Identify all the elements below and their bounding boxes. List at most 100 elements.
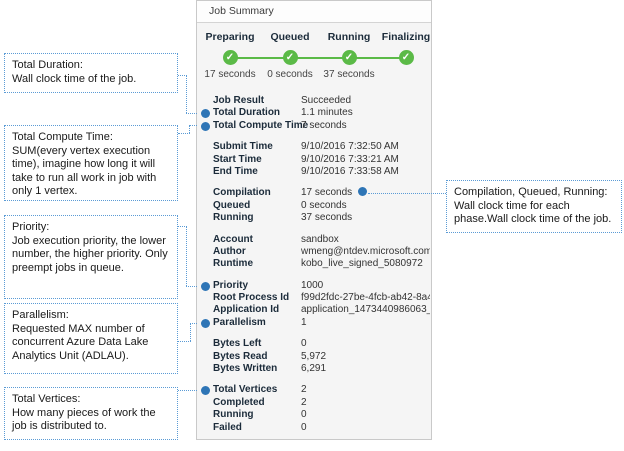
connector-line <box>178 226 187 227</box>
times-group: Submit Time 9/10/2016 7:32:50 AM Start T… <box>197 141 431 178</box>
row-label: Queued <box>213 199 251 211</box>
stage-preparing: Preparing ✓ 17 seconds <box>198 31 262 80</box>
connector-line <box>190 323 191 341</box>
result-group: Job Result Succeeded Total Duration 1.1 … <box>197 95 431 132</box>
stage-finalizing: Finalizing ✓ <box>374 31 438 69</box>
row-label: Priority <box>213 279 249 291</box>
callout-priority: Priority: Job execution priority, the lo… <box>4 215 178 299</box>
callout-title: Total Vertices: <box>12 393 81 405</box>
row-root-process-id: Root Process Id f99d2fdc-27be-4fcb-ab42-… <box>197 292 431 304</box>
row-label: Completed <box>213 396 265 408</box>
row-value: 2 <box>301 396 307 408</box>
check-icon: ✓ <box>341 50 357 65</box>
row-value: kobo_live_signed_5080972 <box>301 258 423 270</box>
row-compilation: Compilation 17 seconds <box>197 187 431 199</box>
row-bytes-left: Bytes Left 0 <box>197 338 431 350</box>
check-icon: ✓ <box>282 50 298 65</box>
annotation-dot <box>201 109 210 119</box>
check-icon: ✓ <box>398 50 414 65</box>
job-summary-fields[interactable]: Job Result Succeeded Total Duration 1.1 … <box>197 95 431 443</box>
row-label: Bytes Left <box>213 338 262 350</box>
row-value: 1000 <box>301 279 324 291</box>
callout-title: Priority: <box>12 221 50 233</box>
row-label: Compilation <box>213 187 271 199</box>
callout-body: Job execution priority, the lower number… <box>12 234 168 274</box>
callout-body: SUM(every vertex execution time), imagin… <box>12 144 157 198</box>
row-value: 9/10/2016 7:33:21 AM <box>301 153 399 165</box>
stage-time: 0 seconds <box>267 69 313 80</box>
row-bytes-read: Bytes Read 5,972 <box>197 351 431 363</box>
row-application-id: Application Id application_1473440986063… <box>197 304 431 316</box>
row-end-time: End Time 9/10/2016 7:33:58 AM <box>197 166 431 178</box>
row-value: 9/10/2016 7:33:58 AM <box>301 165 399 177</box>
stage-label: Preparing <box>205 31 255 43</box>
row-value: 0 <box>301 338 307 350</box>
row-label: Start Time <box>213 153 262 165</box>
row-label: Running <box>213 409 254 421</box>
callout-parallelism: Parallelism: Requested MAX number of con… <box>4 303 178 374</box>
stage-progress-line <box>230 57 406 59</box>
stage-running: Running ✓ 37 seconds <box>317 31 381 80</box>
row-label: Application Id <box>213 304 280 316</box>
connector-line <box>189 125 197 126</box>
connector-line <box>186 75 187 113</box>
row-label: Parallelism <box>213 316 266 328</box>
row-label: Bytes Read <box>213 350 268 362</box>
row-runtime: Runtime kobo_live_signed_5080972 <box>197 258 431 270</box>
stage-time: 37 seconds <box>323 69 375 80</box>
execution-group: Priority 1000 Root Process Id f99d2fdc-2… <box>197 280 431 330</box>
callout-body: Requested MAX number of concurrent Azure… <box>12 322 149 362</box>
row-value: f99d2fdc-27be-4fcb-ab42-8a41e76 <box>301 292 430 304</box>
row-running-vertices: Running 0 <box>197 409 431 421</box>
callout-title: Total Compute Time: <box>12 131 113 143</box>
callout-body: Wall clock time for each phase.Wall cloc… <box>454 199 612 226</box>
row-value: wmeng@ntdev.microsoft.com <box>301 245 430 257</box>
row-label: Job Result <box>213 95 265 106</box>
row-value: 1.1 minutes <box>301 107 353 119</box>
connector-line <box>178 341 191 342</box>
callout-body: Wall clock time of the job. <box>12 72 137 85</box>
row-value: 6,291 <box>301 363 327 375</box>
row-completed-vertices: Completed 2 <box>197 397 431 409</box>
stage-label: Queued <box>270 31 310 43</box>
row-label: Root Process Id <box>213 292 290 304</box>
row-label: End Time <box>213 165 258 177</box>
job-summary-panel: Job Summary Preparing ✓ 17 seconds Queue… <box>196 0 432 440</box>
row-job-result: Job Result Succeeded <box>197 95 431 107</box>
row-queued-time: Queued 0 seconds <box>197 200 431 212</box>
check-icon: ✓ <box>222 50 238 65</box>
row-author: Author wmeng@ntdev.microsoft.com <box>197 246 431 258</box>
annotation-dot <box>358 187 368 197</box>
connector-line <box>190 323 197 324</box>
callout-title: Compilation, Queued, Running: <box>454 186 608 198</box>
row-value: 5,972 <box>301 350 327 362</box>
row-label: Total Duration <box>213 107 281 119</box>
row-total-duration: Total Duration 1.1 minutes <box>197 107 431 119</box>
row-value: 1 <box>301 316 307 328</box>
row-label: Runtime <box>213 258 253 270</box>
row-submit-time: Submit Time 9/10/2016 7:32:50 AM <box>197 141 431 153</box>
row-value: 9/10/2016 7:32:50 AM <box>301 141 399 153</box>
callout-phase-times: Compilation, Queued, Running: Wall clock… <box>446 180 622 233</box>
bytes-group: Bytes Left 0 Bytes Read 5,972 Bytes Writ… <box>197 338 431 375</box>
phase-times-group: Compilation 17 seconds Queued 0 seconds … <box>197 187 431 224</box>
annotation-dot <box>201 281 210 291</box>
row-bytes-written: Bytes Written 6,291 <box>197 363 431 375</box>
connector-line <box>186 226 187 286</box>
callout-title: Total Duration: <box>12 59 83 71</box>
row-value: Succeeded <box>301 95 352 106</box>
connector-line <box>178 133 190 134</box>
row-priority: Priority 1000 <box>197 280 431 292</box>
row-total-compute-time: Total Compute Time 7 seconds <box>197 120 431 132</box>
panel-title: Job Summary <box>197 1 431 23</box>
row-start-time: Start Time 9/10/2016 7:33:21 AM <box>197 154 431 166</box>
row-value: 0 <box>301 421 307 433</box>
row-label: Total Compute Time <box>213 119 309 131</box>
row-parallelism: Parallelism 1 <box>197 317 431 329</box>
row-value: 0 <box>301 409 307 421</box>
connector-line <box>186 113 197 114</box>
stage-label: Finalizing <box>381 31 431 43</box>
callout-total-duration: Total Duration: Wall clock time of the j… <box>4 53 178 93</box>
row-account: Account sandbox <box>197 234 431 246</box>
stage-label: Running <box>327 31 371 43</box>
